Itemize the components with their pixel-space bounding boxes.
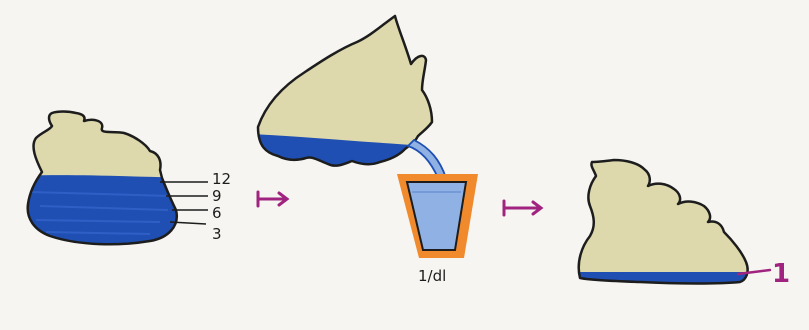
result-mark-label: 1 [772, 259, 790, 289]
cup-label: 1/dl [418, 267, 446, 285]
water-stream [408, 140, 446, 178]
result-vessel: 1 [570, 150, 790, 292]
scale-label-6: 6 [212, 204, 222, 222]
vessel-with-scale: 12 9 6 3 [20, 100, 231, 250]
result-sand-fill [570, 150, 760, 290]
scale-label-9: 9 [212, 187, 222, 205]
scale-label-12: 12 [212, 170, 231, 188]
pouring-vessel [250, 10, 446, 178]
measuring-cup: 1/dl [397, 174, 478, 285]
maps-to-arrow-2 [504, 201, 541, 215]
scale-label-3: 3 [212, 225, 222, 243]
maps-to-arrow-1 [258, 192, 287, 206]
